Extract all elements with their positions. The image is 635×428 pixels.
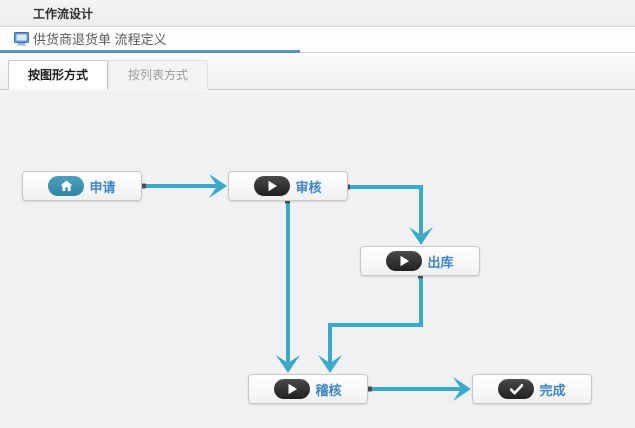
workflow-node-outbound[interactable]: 出库: [360, 246, 480, 276]
workflow-node-finish[interactable]: 完成: [472, 374, 592, 404]
connector-outbound-to-audit: [328, 276, 423, 364]
workflow-node-audit[interactable]: 稽核: [248, 374, 368, 404]
play-icon: [274, 379, 311, 399]
connection-endpoint: [418, 273, 423, 279]
active-underline: [0, 50, 300, 53]
title-bar: 工作流设计: [0, 0, 635, 27]
workflow-node-apply[interactable]: 申请: [22, 171, 142, 201]
arrowhead: [209, 174, 227, 198]
sub-header: 供货商退货单 流程定义: [0, 27, 635, 50]
divider-line: [0, 52, 635, 53]
node-label: 完成: [539, 382, 566, 398]
connection-endpoint: [285, 198, 290, 204]
arrowhead: [453, 377, 471, 401]
tab-list[interactable]: 按列表方式: [108, 60, 209, 90]
play-icon: [386, 251, 423, 271]
connection-endpoint: [367, 386, 372, 392]
play-icon: [254, 176, 291, 196]
page-title: 工作流设计: [33, 6, 94, 21]
process-definition-title: 供货商退货单 流程定义: [33, 32, 167, 47]
home-icon: [48, 176, 85, 196]
tab-graphic[interactable]: 按图形方式: [8, 60, 109, 90]
workflow-node-review[interactable]: 审核: [228, 171, 348, 201]
view-tabs: 按图形方式按列表方式: [0, 53, 635, 90]
node-label: 出库: [427, 254, 454, 270]
connector-review-to-outbound: [348, 185, 423, 236]
node-label: 申请: [89, 179, 116, 195]
arrowhead: [318, 355, 342, 373]
arrowhead: [276, 355, 300, 373]
subheader-underline: [0, 50, 635, 53]
workflow-canvas[interactable]: 申请 审核出库稽核 完成: [0, 90, 635, 428]
connection-endpoint: [141, 183, 146, 189]
node-label: 审核: [295, 179, 322, 195]
workflow-connections: [141, 174, 471, 401]
arrowhead: [409, 227, 433, 245]
monitor-icon: [14, 31, 29, 46]
check-icon: [498, 379, 535, 399]
node-label: 稽核: [315, 382, 342, 398]
